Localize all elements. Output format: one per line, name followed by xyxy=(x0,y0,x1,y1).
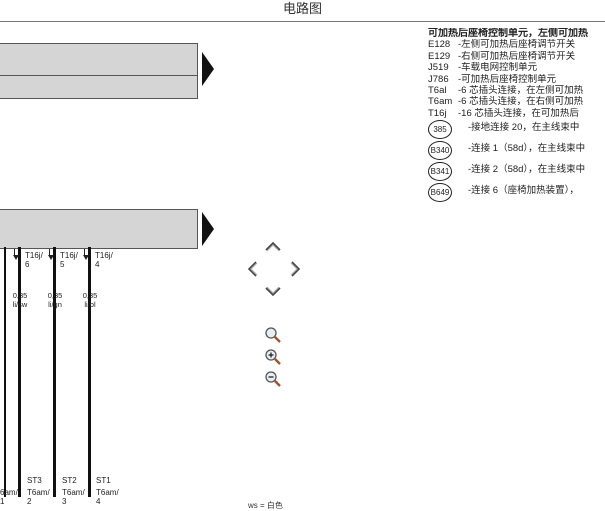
page-title: 电路图 xyxy=(282,1,322,16)
pin-label-t6am-4: T6am/ 4 xyxy=(96,488,119,506)
color-key-note: ws = 白色 xyxy=(248,501,283,510)
zoom-in-icon[interactable] xyxy=(264,348,282,366)
wire-li-gn xyxy=(53,247,56,497)
pin-label-t16j-5: T16j/ 5 xyxy=(60,251,78,269)
connection-badge: 385 xyxy=(428,120,452,140)
legend-desc: -可加热后座椅控制单元 xyxy=(458,73,557,85)
legend-circled-item: B341 -连接 2（58d），在主线束中 xyxy=(428,162,605,182)
legend-code: T6al xyxy=(428,84,447,96)
legend-circled-item: B649 -连接 6（座椅加热装置）， xyxy=(428,183,605,203)
wire-color-1: li/sw xyxy=(12,300,28,309)
pin-label-t6am-3: T6am/ 3 xyxy=(62,488,85,506)
connection-badge: B649 xyxy=(428,183,452,203)
legend-code: T6am xyxy=(428,96,453,108)
legend-code: E129 xyxy=(428,50,451,62)
component-band-upper xyxy=(0,43,198,99)
connector-pin-marker xyxy=(48,255,54,260)
page-continue-arrow-upper[interactable] xyxy=(202,52,214,86)
legend-desc: -车载电网控制单元 xyxy=(458,62,538,74)
st-label-1: ST1 xyxy=(96,476,111,485)
chevron-down-icon[interactable] xyxy=(264,286,282,298)
legend-desc: -接地连接 20，在主线束中 xyxy=(468,122,580,134)
wire-far-left xyxy=(4,247,6,497)
wire-gauge-3: 0,35 xyxy=(82,291,98,300)
page-continue-arrow-lower[interactable] xyxy=(202,212,214,246)
legend-title: 可加热后座椅控制单元，左侧可加热 xyxy=(428,28,588,39)
component-legend: 可加热后座椅控制单元，左侧可加热 E128-左侧可加热后座椅调节开关 E129-… xyxy=(428,28,605,203)
wire-gauge-1: 0,35 xyxy=(12,291,28,300)
magnifier-icon[interactable] xyxy=(264,326,282,344)
legend-code: J786 xyxy=(428,73,449,85)
title-divider xyxy=(0,21,605,22)
pin-label-t6am-2: T6am/ 2 xyxy=(27,488,50,506)
legend-item: E128 -左侧可加热后座椅调节开关 xyxy=(428,39,605,50)
band-divider xyxy=(0,75,197,76)
connector-tick xyxy=(14,249,15,255)
legend-desc: -连接 2（58d），在主线束中 xyxy=(468,164,586,176)
wire-li-sw xyxy=(18,247,21,497)
wire-gauge-2: 0,35 xyxy=(47,291,63,300)
legend-desc: -连接 6（座椅加热装置）， xyxy=(468,185,579,197)
connector-tick xyxy=(84,249,85,255)
legend-code: T16j xyxy=(428,107,447,119)
connector-pin-marker xyxy=(13,255,19,260)
legend-item: T6am -6 芯插头连接，在右侧可加热 xyxy=(428,96,605,107)
pin-label-t6am-1: 6am/ 1 xyxy=(0,488,18,506)
legend-item: E129 -右侧可加热后座椅调节开关 xyxy=(428,51,605,62)
chevron-up-icon[interactable] xyxy=(264,240,282,252)
pin-label-t16j-6: T16j/ 6 xyxy=(25,251,43,269)
legend-item: T6al -6 芯插头连接，在左侧可加热 xyxy=(428,85,605,96)
legend-desc: -6 芯插头连接，在右侧可加热 xyxy=(458,96,584,108)
legend-circled-item: B340 -连接 1（58d），在主线束中 xyxy=(428,141,605,161)
chevron-left-icon[interactable] xyxy=(246,260,258,278)
connection-badge: B341 xyxy=(428,162,452,182)
legend-code: E128 xyxy=(428,39,451,51)
wire-color-2: li/gn xyxy=(48,300,62,309)
st-label-2: ST2 xyxy=(62,476,77,485)
legend-item: J519 -车载电网控制单元 xyxy=(428,62,605,73)
wire-li-bl xyxy=(88,247,91,497)
legend-item: T16j -16 芯插头连接，在可加热后 xyxy=(428,108,605,119)
st-label-3: ST3 xyxy=(27,476,42,485)
legend-code: J519 xyxy=(428,62,449,74)
component-band-lower xyxy=(0,209,198,249)
connector-tick xyxy=(49,249,50,255)
legend-desc: -6 芯插头连接，在左侧可加热 xyxy=(458,84,584,96)
legend-desc: -连接 1（58d），在主线束中 xyxy=(468,143,586,155)
chevron-right-icon[interactable] xyxy=(290,260,302,278)
legend-desc: -左侧可加热后座椅调节开关 xyxy=(458,39,576,51)
legend-circled-item: 385 -接地连接 20，在主线束中 xyxy=(428,120,605,140)
connector-pin-marker xyxy=(83,255,89,260)
legend-desc: -右侧可加热后座椅调节开关 xyxy=(458,50,576,62)
legend-desc: -16 芯插头连接，在可加热后 xyxy=(458,107,579,119)
legend-item: J786 -可加热后座椅控制单元 xyxy=(428,74,605,85)
connection-badge: B340 xyxy=(428,141,452,161)
pin-label-t16j-4: T16j/ 4 xyxy=(95,251,113,269)
wire-color-3: li/bl xyxy=(84,300,96,309)
zoom-out-icon[interactable] xyxy=(264,370,282,388)
